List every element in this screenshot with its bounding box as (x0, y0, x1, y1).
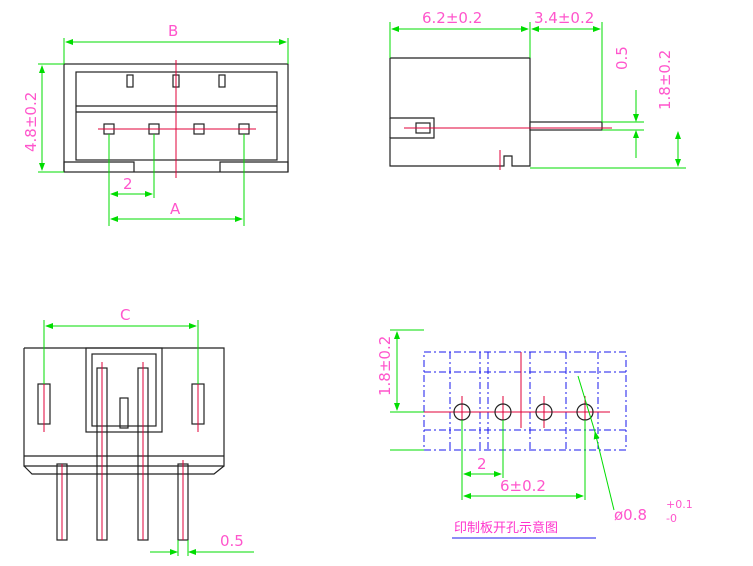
front-height-label: 4.8±0.2 (22, 92, 40, 152)
front-width-label: B (168, 22, 178, 40)
side-protrusion-label: 3.4±0.2 (534, 9, 594, 27)
pcb-hole-3 (535, 403, 553, 421)
pcb-hole-tol-plus: +0.1 (666, 498, 693, 511)
pcb-offset-label: 1.8±0.2 (376, 336, 394, 396)
bottom-housing-outline (23, 347, 225, 467)
bottom-view: C 0.5 (23, 306, 254, 556)
pcb-hole-tol-minus: -0 (666, 512, 677, 525)
pcb-layout: 1.8±0.2 2 6±0.2 ø0.8 +0.1 -0 印制板开孔示意图 (376, 329, 693, 539)
pcb-caption: 印制板开孔示意图 (454, 520, 558, 536)
pcb-outline (423, 351, 627, 451)
side-thickness-label: 0.5 (613, 46, 631, 70)
side-pin (529, 121, 603, 131)
side-housing-outline (389, 57, 531, 167)
front-pitch-label: 2 (123, 175, 133, 193)
pcb-total-pitch-label: 6±0.2 (500, 477, 546, 495)
front-span-label: A (170, 200, 181, 218)
side-depth-label: 6.2±0.2 (422, 9, 482, 27)
pcb-hole-dia-label: ø0.8 (614, 506, 647, 524)
side-view: 6.2±0.2 3.4±0.2 0.5 1.8±0.2 (389, 9, 686, 170)
bottom-span-label: C (120, 306, 130, 324)
pcb-pitch-label: 2 (477, 455, 487, 473)
front-view: B 4.8±0.2 2 A (22, 22, 289, 226)
bottom-pin-width-label: 0.5 (220, 532, 244, 550)
side-height-label: 1.8±0.2 (656, 50, 674, 110)
